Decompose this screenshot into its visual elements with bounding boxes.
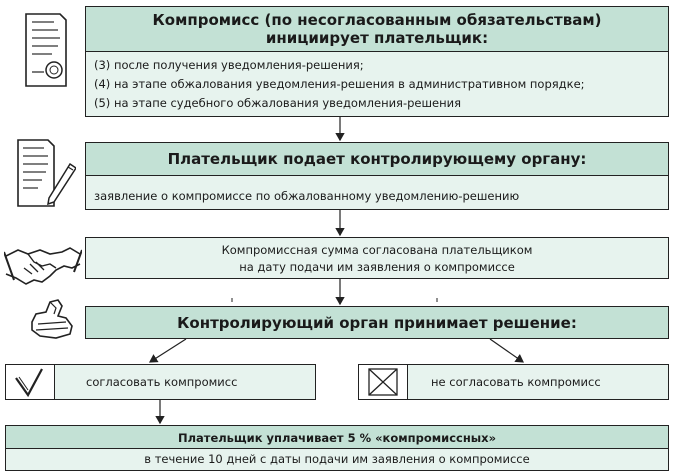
- initiation-header: [86, 7, 668, 52]
- option-disagree-label: не согласовать компромисс: [431, 375, 601, 389]
- payment-box: Плательщик уплачивает 5 % «компромиссных…: [5, 425, 669, 471]
- payment-line1: Плательщик уплачивает 5 % «компромиссных…: [177, 431, 497, 445]
- option-disagree-box: не согласовать компромисс: [358, 364, 669, 400]
- agreed-sum-box: Компромиссная сумма согласована плательщ…: [85, 237, 669, 279]
- cross-icon: [359, 365, 408, 399]
- dotted-marks: [231, 298, 438, 302]
- checkmark-icon: [6, 365, 55, 399]
- handshake-icon: [3, 240, 83, 292]
- document-seal-icon: [22, 10, 72, 94]
- option-agree-box: согласовать компромисс: [5, 364, 316, 400]
- stamp-icon: [28, 296, 78, 346]
- initiation-item-5: (5) на этапе судебного обжалования уведо…: [94, 96, 462, 110]
- arrow-4-agree: [148, 338, 187, 363]
- initiation-item-4: (4) на этапе обжалования уведомления-реш…: [94, 77, 585, 91]
- initiation-title-line2: инициирует плательщик:: [265, 29, 489, 47]
- decision-title: Контролирующий орган принимает решение:: [177, 314, 577, 332]
- submission-header: [86, 143, 668, 176]
- submission-text: заявление о компромиссе по обжалованному…: [94, 189, 520, 203]
- option-agree-label: согласовать компромисс: [86, 375, 238, 389]
- initiation-item-3: (3) после получения уведомления-решения;: [94, 58, 364, 72]
- agreed-sum-line1: Компромиссная сумма согласована плательщ…: [221, 243, 533, 257]
- arrow-4-disagree: [489, 338, 524, 363]
- decision-box: Контролирующий орган принимает решение:: [85, 306, 669, 339]
- initiation-title-line1: Компромисс (по несогласованным обязатель…: [152, 11, 602, 29]
- submission-title: Плательщик подает контролирующему органу…: [167, 150, 587, 168]
- initiation-box: Компромисс (по несогласованным обязатель…: [85, 6, 669, 117]
- document-pen-icon: [14, 136, 78, 214]
- payment-line2: в течение 10 дней с даты подачи им заявл…: [144, 452, 530, 466]
- agreed-sum-line2: на дату подачи им заявления о компромисс…: [239, 260, 515, 274]
- submission-box: Плательщик подает контролирующему органу…: [85, 142, 669, 210]
- payment-header: [6, 426, 668, 449]
